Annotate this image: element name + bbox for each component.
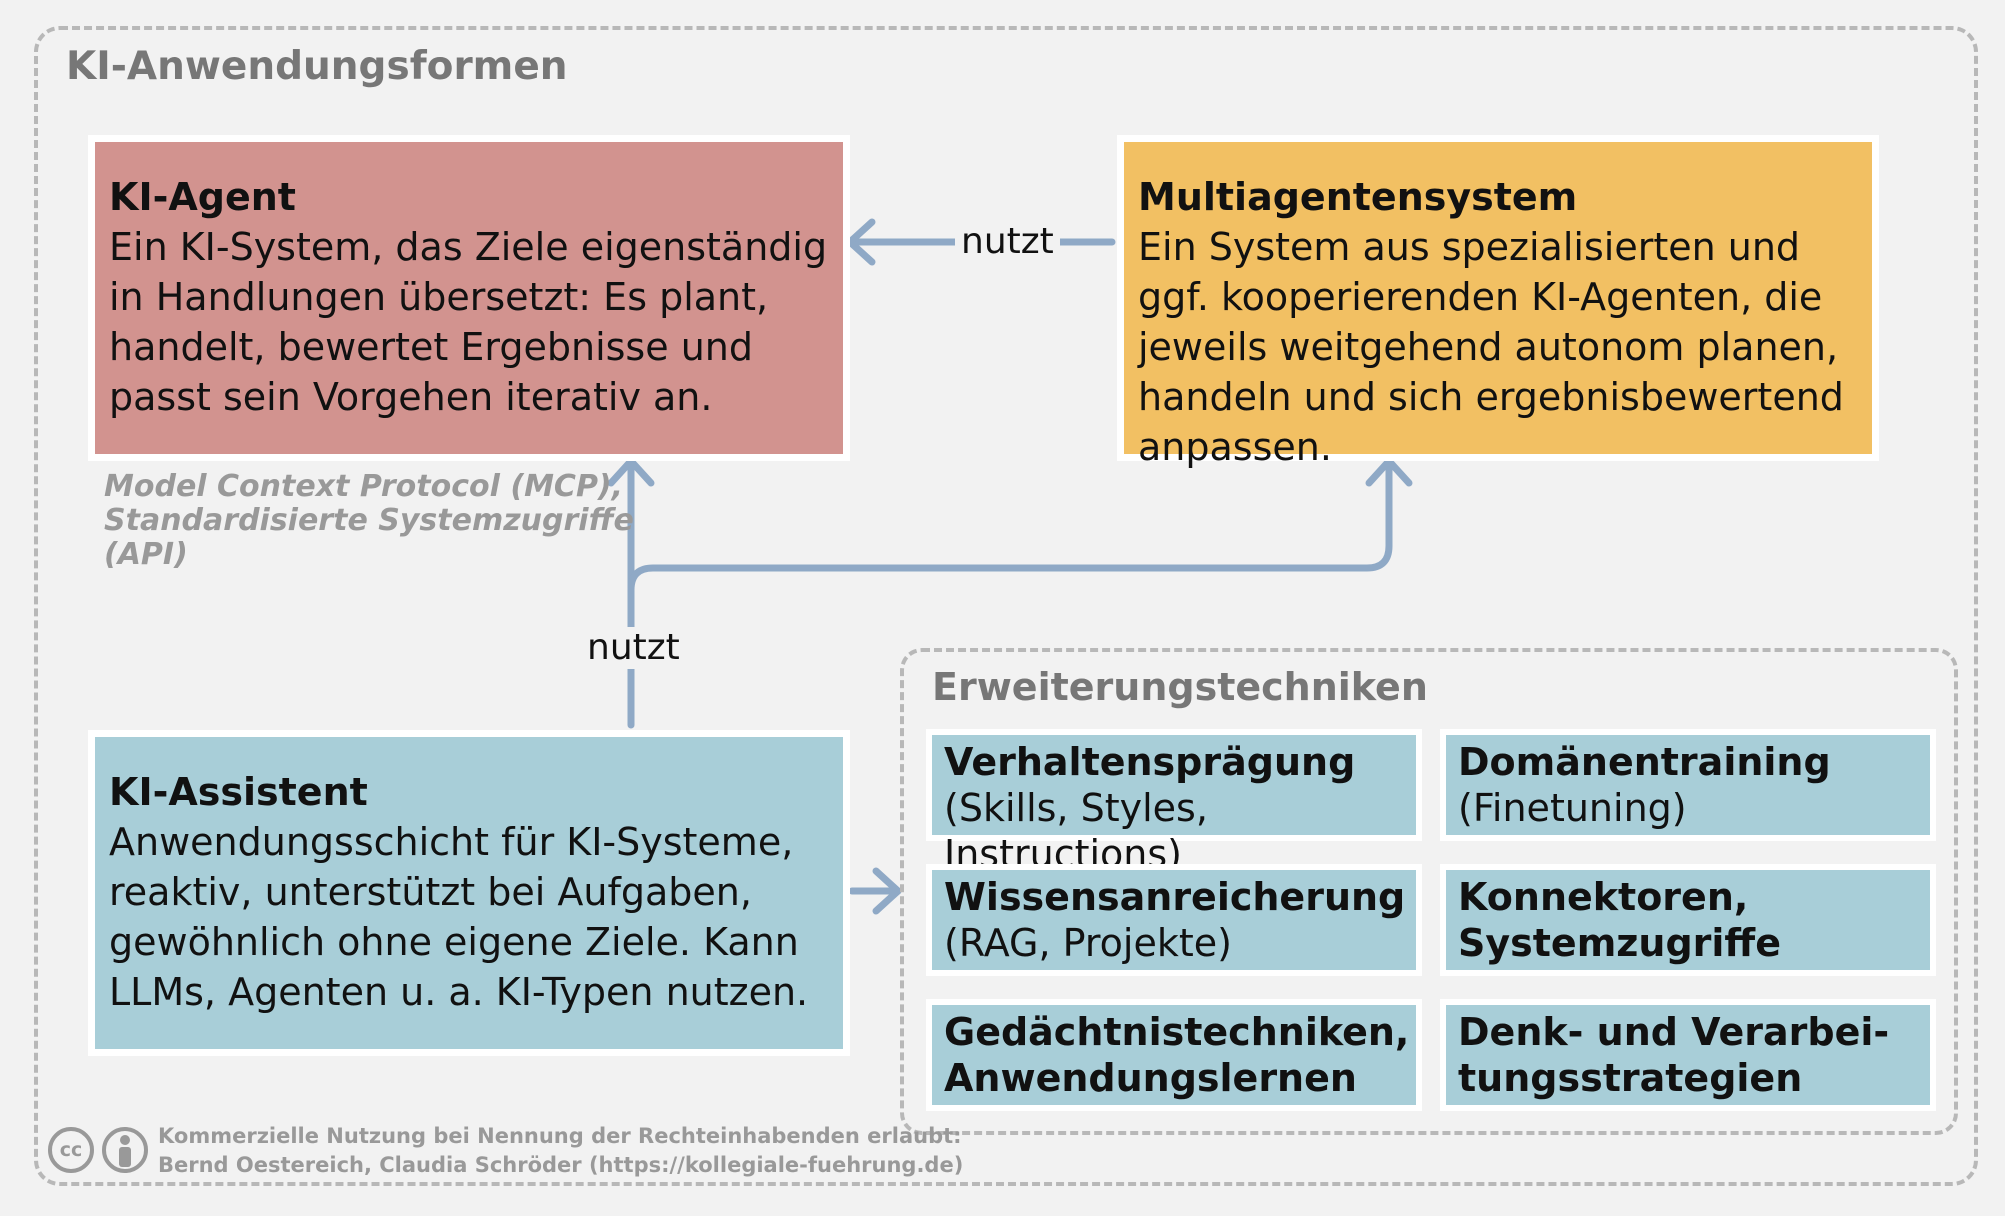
technique-card: Denk- und Verarbei-tungsstrategien — [1440, 999, 1936, 1111]
technique-title: Gedächtnistechniken, Anwendungslernen — [944, 1010, 1410, 1100]
protocol-annotation: Model Context Protocol (MCP), Standardis… — [104, 469, 634, 572]
ki-assistant-text: Anwendungsschicht für KI-Systeme, reakti… — [109, 820, 809, 1014]
creative-commons-icon: cc — [48, 1127, 94, 1173]
technique-card: Gedächtnistechniken, Anwendungslernen — [926, 999, 1422, 1111]
multiagent-text: Ein System aus spezialisierten und ggf. … — [1138, 225, 1844, 469]
technique-title: Verhaltensprägung — [944, 740, 1356, 784]
technique-title: Domänentraining — [1458, 740, 1831, 784]
techniques-frame — [900, 648, 1958, 1135]
technique-text: (Finetuning) — [1458, 786, 1687, 830]
arrowhead-agent — [846, 218, 876, 266]
ki-assistant-title: KI-Assistent — [109, 770, 368, 814]
ki-agent-box: KI-Agent Ein KI-System, das Ziele eigens… — [88, 135, 850, 461]
technique-title: Konnektoren, Systemzugriffe — [1458, 875, 1781, 965]
outer-frame — [34, 26, 1978, 1186]
license-line-1: Kommerzielle Nutzung bei Nennung der Rec… — [158, 1124, 962, 1148]
techniques-title: Erweiterungstechniken — [932, 665, 1428, 709]
license-line-2: Bernd Oestereich, Claudia Schröder (http… — [158, 1153, 964, 1177]
edge-label-multi-agent: nutzt — [955, 221, 1060, 263]
technique-card: Verhaltensprägung (Skills, Styles, Instr… — [926, 729, 1422, 876]
frame-title: KI-Anwendungsformen — [66, 44, 568, 89]
ki-assistant-box: KI-Assistent Anwendungsschicht für KI-Sy… — [88, 730, 850, 1056]
technique-card: Konnektoren, Systemzugriffe — [1440, 864, 1936, 976]
edge-label-assistant: nutzt — [581, 627, 686, 669]
technique-title: Denk- und Verarbei-tungsstrategien — [1458, 1010, 1890, 1100]
arrowhead-techniques — [872, 867, 902, 915]
ki-agent-title: KI-Agent — [109, 175, 296, 219]
technique-card: Domänentraining (Finetuning) — [1440, 729, 1936, 841]
arrowhead-multi-bottom — [1365, 457, 1413, 487]
license-text: Kommerzielle Nutzung bei Nennung der Rec… — [158, 1122, 963, 1180]
multiagent-box: Multiagentensystem Ein System aus spezia… — [1117, 135, 1879, 469]
ki-agent-text: Ein KI-System, das Ziele eigenständig in… — [109, 225, 828, 419]
technique-title: Wissensanreicherung — [944, 875, 1406, 919]
multiagent-title: Multiagentensystem — [1138, 175, 1578, 219]
edge-assistant-to-multi — [627, 457, 1393, 594]
technique-card: Wissensanreicherung (RAG, Projekte) — [926, 864, 1422, 976]
arrowhead-agent-bottom — [607, 457, 655, 487]
technique-text: (RAG, Projekte) — [944, 921, 1232, 965]
attribution-icon — [102, 1127, 148, 1173]
